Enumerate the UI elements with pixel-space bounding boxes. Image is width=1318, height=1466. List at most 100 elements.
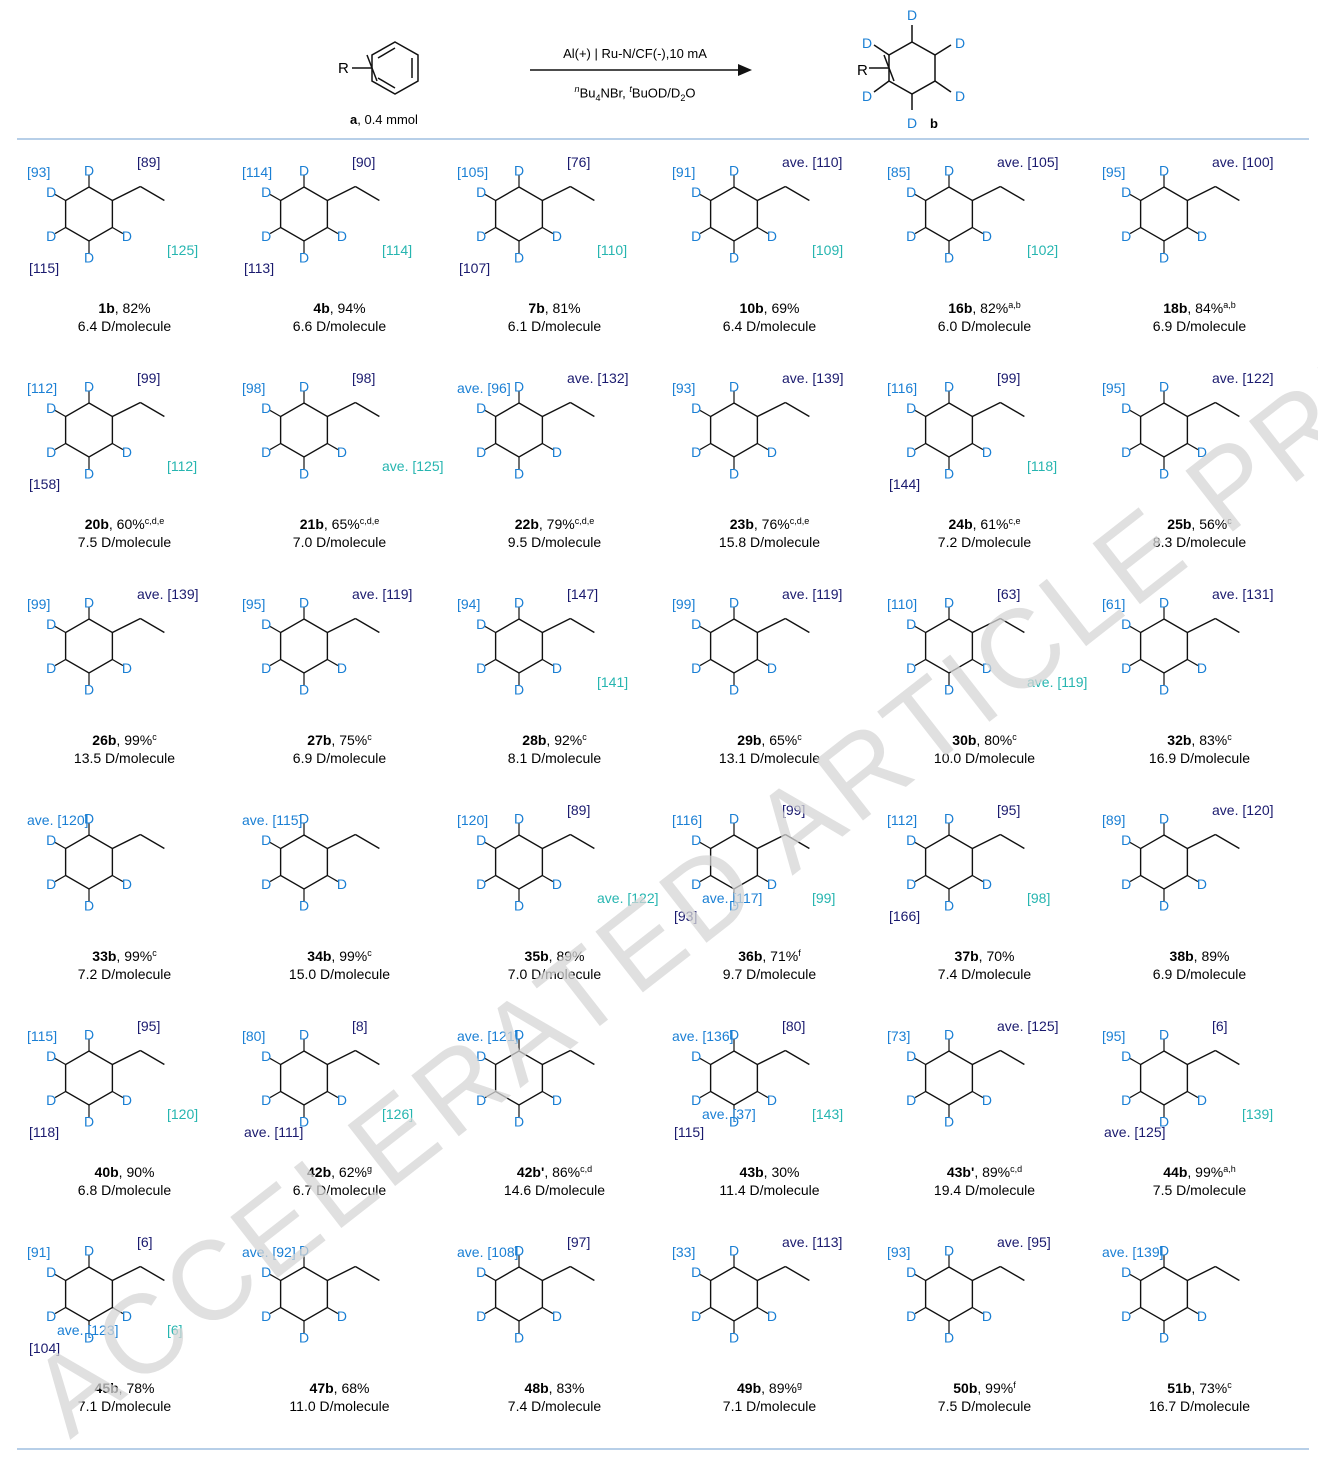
- deuteration-label: ave. [37]: [702, 1106, 756, 1122]
- deuteration-label: [85]: [887, 164, 911, 180]
- footnote-marks: c,d,e: [359, 516, 380, 526]
- deuterium-atom: D: [1159, 682, 1169, 698]
- condition-bottom: nBu4NBr, tBuOD/D2O: [574, 84, 696, 103]
- deuterium-atom: D: [552, 1308, 562, 1324]
- deuteration-label: [93]: [887, 1244, 911, 1260]
- deuterium-atom: D: [46, 832, 56, 848]
- substituent-bond: [1000, 1265, 1025, 1282]
- footnote-marks: g: [366, 1164, 372, 1174]
- deuteration-label: ave. [122]: [1212, 370, 1274, 386]
- deuterium-atom: D: [1197, 228, 1207, 244]
- substituent-bond: [785, 1265, 810, 1282]
- deuterium-atom: D: [261, 660, 271, 676]
- substituent-bond: [112, 401, 141, 418]
- compound-caption: 37b, 70%: [877, 948, 1092, 965]
- deuteration-label: [98]: [1027, 890, 1051, 906]
- deuteration-label: [126]: [382, 1106, 414, 1122]
- yield: 80%: [984, 732, 1013, 748]
- compound-caption: 22b, 79%c,d,e: [447, 516, 662, 533]
- compound-caption: 36b, 71%f: [662, 948, 877, 965]
- cd-bond: [484, 1057, 496, 1066]
- cyclohexane-ring: [924, 1266, 974, 1322]
- deuteration-label: [116]: [672, 812, 703, 828]
- cd-bond: [757, 442, 769, 451]
- deuterium-atom: D: [1197, 444, 1207, 460]
- cd-bond: [1187, 442, 1199, 451]
- deuterium-atom: D: [552, 444, 562, 460]
- substituent-bond: [542, 401, 571, 418]
- deuterium-per-molecule: 11.0 D/molecule: [289, 1398, 390, 1414]
- substituent-bond: [327, 401, 356, 418]
- deuterium-atom: D: [1159, 1242, 1169, 1258]
- cd-bond: [757, 1090, 769, 1099]
- start-id: a: [350, 112, 358, 127]
- footnote-marks: c: [152, 732, 157, 742]
- deuterium-atom: D: [1121, 1264, 1131, 1280]
- deuteration-label: ave. [120]: [1212, 802, 1274, 818]
- deuterium-per-molecule: 8.3 D/molecule: [1152, 534, 1247, 550]
- cd-bond: [1129, 193, 1141, 202]
- cd-bond: [484, 442, 496, 451]
- compound-id: 7b: [528, 300, 545, 316]
- deuteration-label: [112]: [887, 812, 918, 828]
- deuteration-label: [107]: [459, 260, 491, 276]
- cd-bond: [699, 841, 711, 850]
- deuteration-label: [93]: [674, 908, 698, 924]
- deuteration-label: [98]: [352, 370, 376, 386]
- substituent-bond: [1000, 1049, 1025, 1066]
- deuteration-label: [97]: [567, 1234, 591, 1250]
- cd-bond: [327, 1090, 339, 1099]
- yield: 83%: [556, 1380, 585, 1396]
- deuteration-label: [63]: [997, 586, 1021, 602]
- compound-id: 18b: [1163, 300, 1188, 316]
- deuterium-atom: D: [122, 444, 132, 460]
- deuterium-atom: D: [906, 228, 916, 244]
- deuterium-atom: D: [1159, 1330, 1169, 1346]
- substituent-bond: [757, 1265, 786, 1282]
- deuterium-atom: D: [906, 444, 916, 460]
- substituent-bond: [112, 1265, 141, 1282]
- deuteration-label: ave. [96]: [457, 380, 511, 396]
- deuteration-label: [95]: [1102, 1028, 1126, 1044]
- substituent-bond: [327, 833, 356, 850]
- deuteration-label: [115]: [27, 1028, 58, 1044]
- deuterium-atom: D: [476, 444, 486, 460]
- yield: 61%: [980, 516, 1009, 532]
- deuteration-label: [144]: [889, 476, 921, 492]
- substituent-bond: [542, 1049, 571, 1066]
- footnote-marks: a,b: [1223, 300, 1236, 310]
- deuteration-label: ave. [117]: [702, 890, 763, 906]
- cd-bond: [269, 1090, 281, 1099]
- yield: 71%: [770, 948, 799, 964]
- deuterium-atom: D: [299, 466, 309, 482]
- deuteration-label: [95]: [997, 802, 1021, 818]
- deuterium-per-molecule: 6.7 D/molecule: [292, 1182, 387, 1198]
- cd-bond: [757, 874, 769, 883]
- deuterium-per-molecule: 7.2 D/molecule: [937, 534, 1032, 550]
- deuterium-atom: D: [84, 378, 94, 394]
- cd-bond: [484, 625, 496, 634]
- footnote-marks: c,d: [1010, 1164, 1023, 1174]
- deuterium-atom: D: [944, 250, 954, 266]
- deuteration-label: [139]: [1242, 1106, 1274, 1122]
- cd-bond: [484, 226, 496, 235]
- substituent-bond: [785, 185, 810, 202]
- cyclohexane-ring: [1139, 834, 1189, 890]
- deuterium-atom: D: [46, 876, 56, 892]
- deuterium-per-molecule: 6.1 D/molecule: [507, 318, 602, 334]
- deuteration-label: ave. [139]: [1102, 1244, 1164, 1260]
- yield: 83%: [1199, 732, 1228, 748]
- cd-bond: [914, 1273, 926, 1282]
- deuteration-label: ave. [119]: [1027, 674, 1088, 690]
- deuterium-atom: D: [1197, 1092, 1207, 1108]
- cyclohexane-ring: [279, 1266, 329, 1322]
